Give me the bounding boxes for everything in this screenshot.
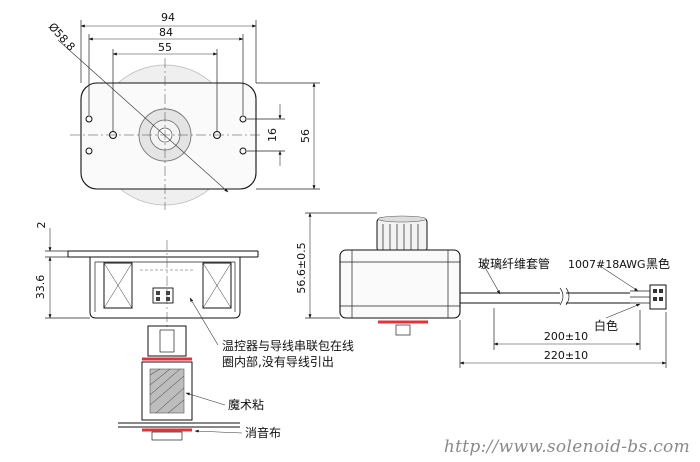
side-view-body bbox=[339, 249, 461, 319]
label-wire-spec: 1007#18AWG bbox=[568, 258, 646, 271]
thermostat-note-line1: 温控器与导线串联包在线 bbox=[222, 339, 354, 353]
front-section-view: 温控器与导线串联包在线 圈内部,没有导线引出 2 33.6 bbox=[34, 222, 354, 370]
lead-connector bbox=[649, 284, 667, 310]
dim-side-height: 56.6±0.5 bbox=[295, 242, 308, 293]
lead-wire bbox=[460, 287, 650, 306]
label-felt: 消音布 bbox=[245, 425, 281, 440]
dim-flange-thickness: 2 bbox=[35, 222, 48, 229]
side-view-knob bbox=[376, 215, 428, 253]
dim-lead-length-long: 220±10 bbox=[544, 349, 588, 362]
dim-hole-spacing-outer: 84 bbox=[159, 26, 173, 39]
thermostat-note-line2: 圈内部,没有导线引出 bbox=[222, 354, 334, 369]
plunger-detail-view: 魔术粘 消音布 bbox=[118, 325, 281, 441]
side-view: 玻璃纤维套管 1007#18AWG 黑色 白色 56.6±0.5 200±10 … bbox=[295, 212, 670, 368]
label-white-wire: 白色 bbox=[594, 318, 618, 333]
label-black-wire: 黑色 bbox=[646, 257, 670, 271]
dim-body-height: 33.6 bbox=[34, 275, 47, 300]
label-glass-fiber-sleeve: 玻璃纤维套管 bbox=[478, 256, 550, 271]
dim-overall-width: 94 bbox=[161, 11, 175, 24]
top-view-mounting-holes bbox=[85, 115, 247, 155]
dim-overall-height: 56 bbox=[299, 129, 312, 143]
dim-hole-vertical-spacing: 16 bbox=[266, 128, 279, 142]
top-view: 94 84 55 Ø58.8 16 56 bbox=[46, 11, 320, 210]
dim-diameter: Ø58.8 bbox=[46, 20, 78, 53]
dim-hole-spacing-inner: 55 bbox=[158, 41, 172, 54]
website-watermark: http://www.solenoid-bs.com bbox=[444, 437, 690, 457]
dim-lead-length-short: 200±10 bbox=[544, 330, 588, 343]
label-velcro: 魔术粘 bbox=[228, 397, 264, 412]
